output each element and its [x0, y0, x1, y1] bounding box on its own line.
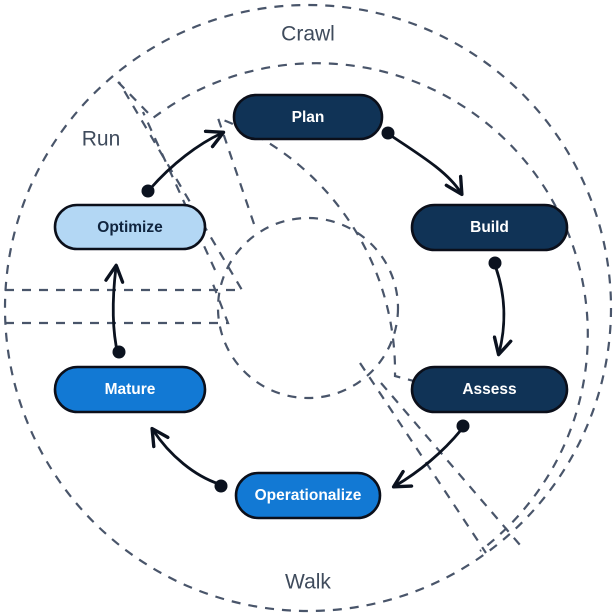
node-plan-shape[interactable]	[232, 93, 384, 141]
walk-zone-inner-spoke	[359, 362, 487, 554]
run-inner-spoke	[141, 111, 217, 271]
node-optimize[interactable]: Optimize	[53, 203, 207, 251]
zone-label-run: Run	[82, 128, 121, 151]
crawl-inner-wedge	[216, 116, 505, 407]
zone-labels: Crawl Run Walk	[82, 23, 335, 594]
crawl-zone-boundary	[117, 62, 589, 552]
zone-label-crawl: Crawl	[281, 23, 335, 46]
flow-connectors	[104, 126, 513, 493]
node-mature-label: Mature	[105, 381, 156, 398]
connector-build-to-assess	[488, 256, 513, 357]
node-plan[interactable]: Plan	[232, 93, 384, 141]
connector-dot-mature	[112, 345, 126, 359]
connector-operationalize-to-mature	[150, 426, 228, 493]
connector-dot-assess	[456, 419, 470, 433]
node-build[interactable]: Build	[410, 203, 569, 252]
zone-boundaries	[3, 3, 613, 613]
walk-zone-boundary-left	[5, 278, 230, 325]
node-mature-shape[interactable]	[53, 365, 207, 414]
connector-dot-plan	[381, 126, 395, 140]
node-optimize-label: Optimize	[97, 219, 163, 236]
connector-dot-optimize	[141, 184, 155, 198]
connector-assess-to-operationalize	[391, 419, 470, 489]
connector-optimize-to-plan	[141, 129, 226, 198]
node-operationalize[interactable]: Operationalize	[234, 471, 382, 520]
node-mature[interactable]: Mature	[53, 365, 207, 414]
zone-label-walk: Walk	[285, 571, 331, 594]
process-nodes: Plan Build Assess Operationalize Mature	[53, 93, 569, 520]
node-optimize-shape[interactable]	[53, 203, 207, 251]
node-operationalize-shape[interactable]	[234, 471, 382, 520]
run-zone-boundary	[5, 81, 244, 292]
node-assess-label: Assess	[462, 381, 516, 398]
inner-boundary-circle	[216, 216, 400, 400]
node-assess[interactable]: Assess	[410, 365, 569, 414]
node-plan-label: Plan	[292, 109, 325, 126]
node-assess-shape[interactable]	[410, 365, 569, 414]
connector-plan-to-build	[381, 126, 464, 197]
outer-boundary-circle	[3, 3, 613, 613]
node-build-label: Build	[470, 219, 509, 236]
walk-zone-boundary-right	[380, 382, 521, 546]
node-build-shape[interactable]	[410, 203, 569, 252]
node-operationalize-label: Operationalize	[255, 487, 362, 504]
connector-mature-to-optimize	[104, 263, 126, 359]
connector-dot-operationalize	[214, 479, 228, 493]
connector-dot-build	[488, 256, 502, 270]
